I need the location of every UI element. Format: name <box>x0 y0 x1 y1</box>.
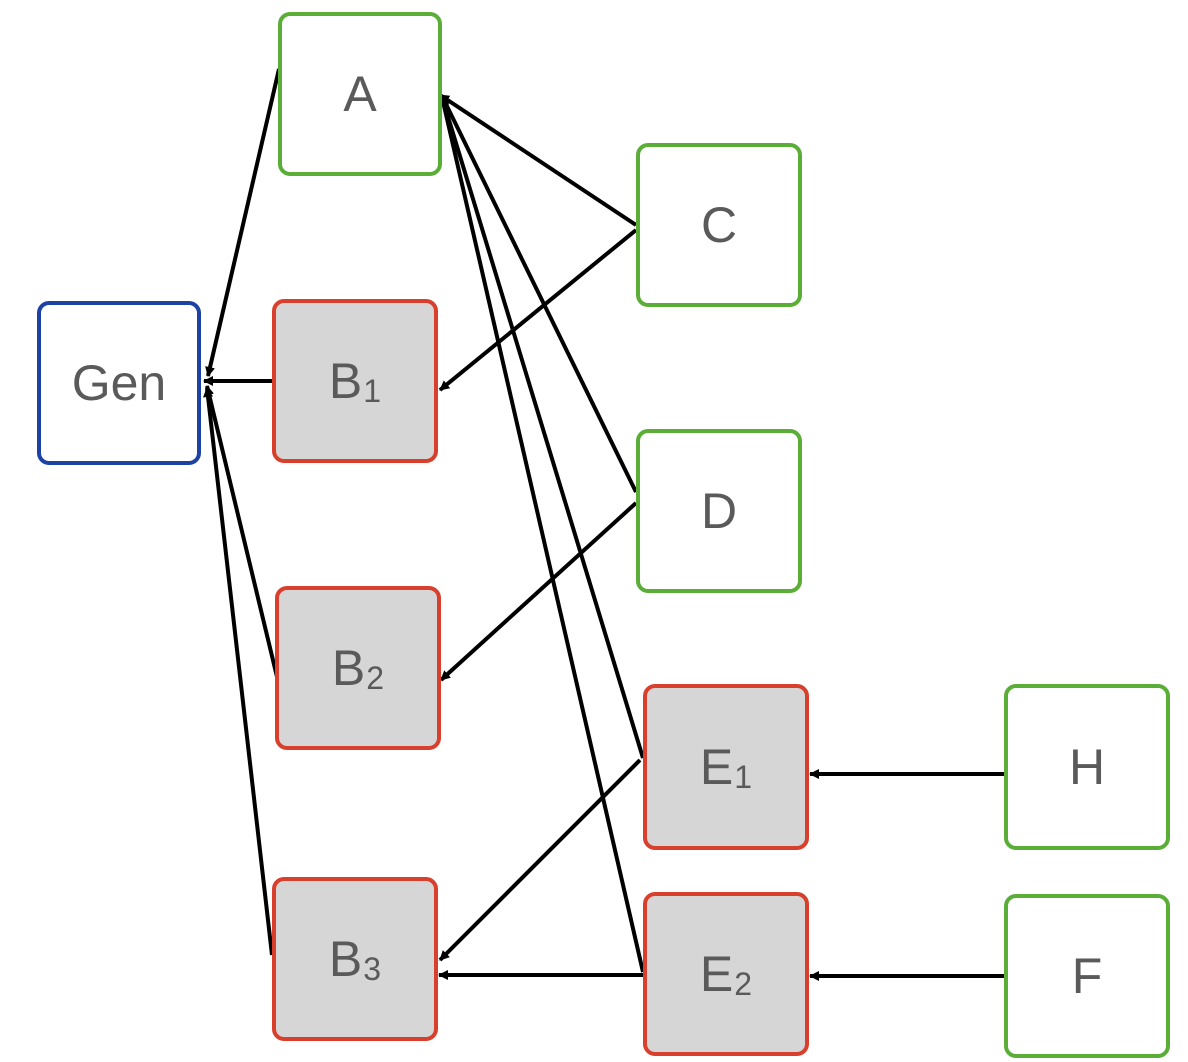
node-e2-subscript: 2 <box>734 965 753 1002</box>
node-e1-label: E <box>699 739 734 795</box>
edge-e1-to-a <box>439 96 645 759</box>
node-d-label: D <box>700 483 738 539</box>
node-b1-subscript: 1 <box>363 372 382 409</box>
node-gen-label: Gen <box>71 355 167 411</box>
edge-e1-to-b3 <box>438 758 642 962</box>
edge-d-to-a <box>440 95 638 493</box>
node-b2-subscript: 2 <box>366 659 385 696</box>
node-a-label: A <box>343 66 377 122</box>
node-b3-label: B <box>328 931 363 987</box>
node-h-label: H <box>1068 739 1106 795</box>
node-b2-label: B <box>331 640 366 696</box>
edge-c-to-b1 <box>438 228 638 392</box>
node-f: F <box>1004 894 1170 1058</box>
node-gen: Gen <box>37 301 201 465</box>
edge-b3-to-gen <box>203 387 274 956</box>
node-c-label: C <box>700 197 738 253</box>
edge-e2-to-a <box>439 96 645 973</box>
node-e2-label: E <box>699 946 734 1002</box>
node-b3-subscript: 3 <box>363 950 382 987</box>
node-d: D <box>636 429 802 593</box>
node-f-label: F <box>1071 948 1103 1004</box>
node-b1-label: B <box>328 353 363 409</box>
edge-c-to-a <box>438 93 638 227</box>
node-e1-subscript: 1 <box>734 758 753 795</box>
node-h: H <box>1004 684 1170 850</box>
edge-a-to-gen <box>205 68 281 377</box>
edge-d-to-b2 <box>439 501 638 682</box>
node-c: C <box>636 143 802 307</box>
edge-b2-to-gen <box>204 385 280 682</box>
node-a: A <box>278 12 442 176</box>
